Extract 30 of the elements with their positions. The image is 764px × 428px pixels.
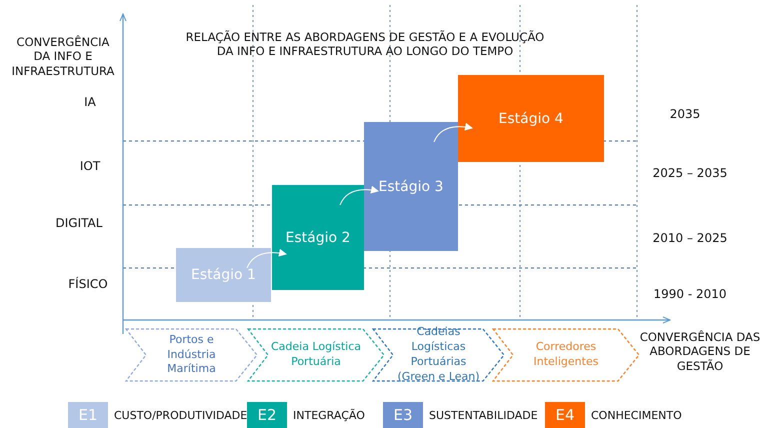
chevron-shape: Cadeias Logísticas Portuárias (Green e Lean)	[372, 328, 505, 382]
period-label: 2025 – 2035	[652, 166, 728, 181]
legend-label: INTEGRAÇÃO	[293, 409, 365, 423]
period-label: 2035	[668, 107, 702, 122]
stage-box: Estágio 3	[364, 122, 458, 251]
legend-label: CONHECIMENTO	[591, 409, 682, 423]
legend-swatch: E2	[247, 402, 287, 428]
legend-label: SUSTENTABILIDADE	[429, 409, 538, 423]
axis-label: DIGITAL	[54, 216, 104, 231]
axis-label: IA	[83, 95, 97, 110]
curved-arrow	[246, 248, 287, 268]
chevron-shape: Corredores Inteligentes	[492, 328, 640, 382]
axis-label: IOT	[78, 159, 102, 174]
diagram-title: RELAÇÃO ENTRE AS ABORDAGENS DE GESTÃO E A EVOLUÇÃO DA INFO E INFRAESTRUTURA AO LONGO DO TEMPO	[184, 30, 546, 59]
legend-swatch: E1	[68, 402, 108, 428]
stage-box: Estágio 4	[458, 75, 604, 162]
legend-swatch: E3	[383, 402, 423, 428]
period-label: 2010 – 2025	[652, 231, 728, 246]
legend-swatch: E4	[545, 402, 585, 428]
chevron-shape: Cadeia Logística Portuária	[247, 328, 385, 382]
stage-box: Estágio 2	[272, 185, 364, 290]
chevron-shape: Portos e Indústria Marítima	[125, 328, 258, 382]
axis-title: CONVERGÊNCIA DA INFO E INFRAESTRUTURA	[10, 35, 116, 78]
legend-label: CUSTO/PRODUTIVIDADE	[114, 409, 248, 423]
axis-label: FÍSICO	[67, 277, 109, 292]
curved-arrow	[340, 186, 379, 206]
axis-title: CONVERGÊNCIA DAS ABORDAGENS DE GESTÃO	[638, 330, 762, 374]
stage-box: Estágio 1	[176, 248, 271, 302]
period-label: 1990 - 2010	[652, 287, 728, 302]
curved-arrow	[434, 122, 473, 142]
